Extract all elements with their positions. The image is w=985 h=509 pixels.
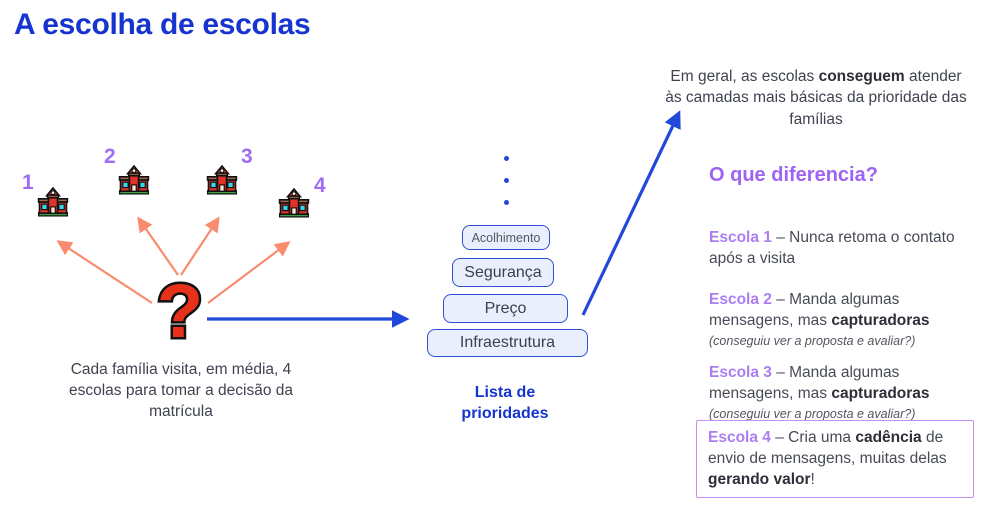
school-item-4-bold2: gerando valor	[708, 470, 811, 488]
priorities-list-label: Lista de prioridades	[461, 384, 549, 422]
school-item-4-bold1: cadência	[855, 429, 922, 446]
school-item-3-bold: capturadoras	[831, 384, 930, 402]
conclusion-text-pre: Em geral, as escolas	[670, 68, 819, 85]
school-number-1: 1	[22, 171, 34, 194]
school-item-4-post: !	[810, 470, 815, 488]
question-mark-icon: ?	[154, 267, 205, 357]
school-item-1-label: Escola 1	[709, 229, 772, 246]
school-item-4: Escola 4 – Cria uma cadência de envio de…	[708, 428, 962, 490]
ellipsis-dot	[504, 178, 509, 183]
page-title: A escolha de escolas	[14, 8, 311, 41]
school-item-3: Escola 3 – Manda algumas mensagens, mas …	[709, 363, 975, 422]
pyramid-level-infraestrutura: Infraestrutura	[427, 329, 588, 357]
pyramid-level-preco: Preço	[443, 294, 568, 323]
school-item-1: Escola 1 – Nunca retoma o contato após a…	[709, 228, 975, 270]
ellipsis-dot	[504, 156, 509, 161]
school-icon-4	[278, 187, 310, 218]
ellipsis-dot	[504, 200, 509, 205]
conclusion-text-bold: conseguem	[818, 68, 905, 85]
school-number-4: 4	[314, 174, 326, 197]
school-item-2-text: – Manda algumas mensagens, mas	[709, 291, 900, 329]
families-caption: Cada família visita, em média, 4 escolas…	[68, 361, 294, 420]
arrow-to-priorities	[207, 310, 410, 328]
school-item-4-box: Escola 4 – Cria uma cadência de envio de…	[696, 420, 974, 499]
school-item-1-text: – Nunca retoma o contato após a visita	[709, 229, 955, 267]
school-item-2: Escola 2 – Manda algumas mensagens, mas …	[709, 290, 975, 349]
orange-fan-arrows	[56, 216, 291, 304]
conclusion-text-post: atender às camadas mais básicas da prior…	[665, 68, 967, 128]
conclusion-text: Em geral, as escolas conseguem atender à…	[662, 66, 970, 130]
school-icon-1	[37, 186, 69, 217]
school-icon-2	[118, 164, 150, 195]
school-icon-3	[206, 164, 238, 195]
differentiator-heading: O que diferencia?	[709, 164, 878, 186]
school-number-3: 3	[241, 145, 253, 168]
school-item-2-label: Escola 2	[709, 291, 772, 308]
school-item-3-label: Escola 3	[709, 364, 772, 381]
question-mark-glyph: ?	[157, 269, 203, 354]
arrow-to-conclusion	[581, 110, 681, 316]
school-item-4-label: Escola 4	[708, 429, 771, 446]
school-item-3-text: – Manda algumas mensagens, mas	[709, 364, 900, 402]
pyramid-level-seguranca: Segurança	[452, 258, 554, 287]
school-item-4-mid: de envio de mensagens, muitas delas	[708, 429, 947, 467]
vertical-ellipsis-dots	[504, 156, 509, 222]
school-item-3-note: (conseguiu ver a proposta e avaliar?)	[709, 406, 916, 421]
school-number-2: 2	[104, 145, 116, 168]
school-item-2-note: (conseguiu ver a proposta e avaliar?)	[709, 333, 916, 348]
school-item-4-pre: – Cria uma	[770, 429, 856, 446]
school-item-2-bold: capturadoras	[831, 311, 930, 329]
pyramid-level-acolhimento: Acolhimento	[462, 225, 550, 250]
